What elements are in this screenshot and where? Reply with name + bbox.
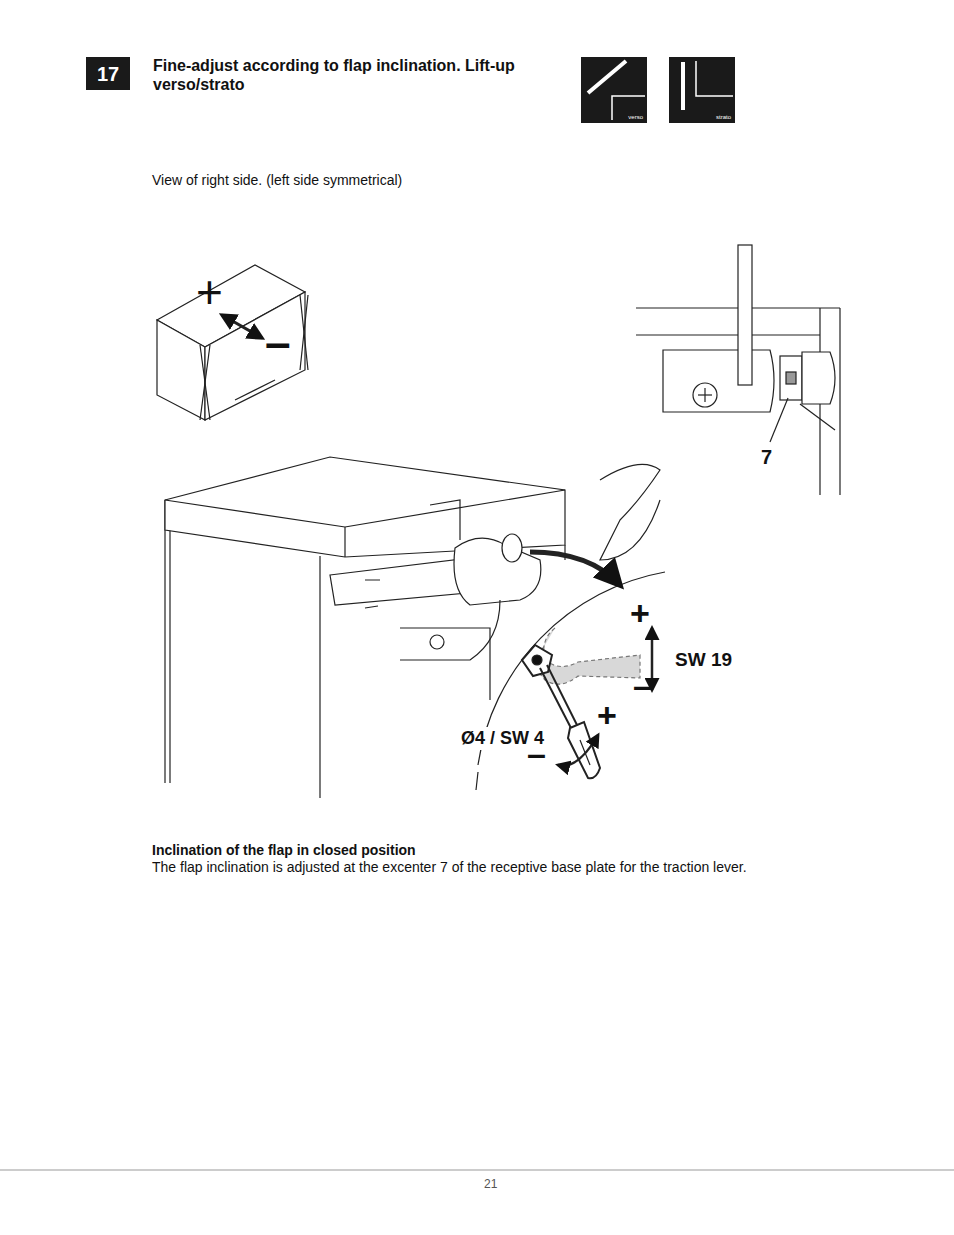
callout-number: 7 bbox=[759, 445, 774, 470]
main-illustration bbox=[165, 457, 665, 798]
icon-caption: verso bbox=[628, 114, 643, 121]
plus-sign: + bbox=[630, 600, 650, 627]
step-number-text: 17 bbox=[97, 63, 119, 85]
body-text: The flap inclination is adjusted at the … bbox=[152, 859, 872, 877]
minus-sign: – bbox=[265, 324, 291, 361]
system-icon: verso bbox=[581, 57, 647, 123]
system-icon: strato bbox=[669, 57, 735, 123]
verso-icon bbox=[581, 57, 647, 123]
page-number: 21 bbox=[484, 1177, 497, 1192]
icon-caption: strato bbox=[716, 114, 731, 121]
minus-sign: – bbox=[527, 740, 546, 767]
wrench-size: SW 19 bbox=[673, 648, 734, 672]
cabinet-sketch bbox=[157, 265, 308, 420]
step-number: 17 bbox=[86, 57, 130, 90]
strato-icon bbox=[669, 57, 735, 123]
minus-sign: – bbox=[633, 672, 652, 699]
view-note: View of right side. (left side symmetric… bbox=[152, 172, 402, 190]
plus-sign: + bbox=[597, 702, 617, 729]
footer-rule bbox=[0, 1169, 954, 1171]
step-title: Fine-adjust according to flap inclinatio… bbox=[153, 56, 533, 94]
plus-sign: + bbox=[196, 274, 223, 311]
detail-inset bbox=[636, 245, 840, 495]
section-heading: Inclination of the flap in closed positi… bbox=[152, 842, 416, 860]
